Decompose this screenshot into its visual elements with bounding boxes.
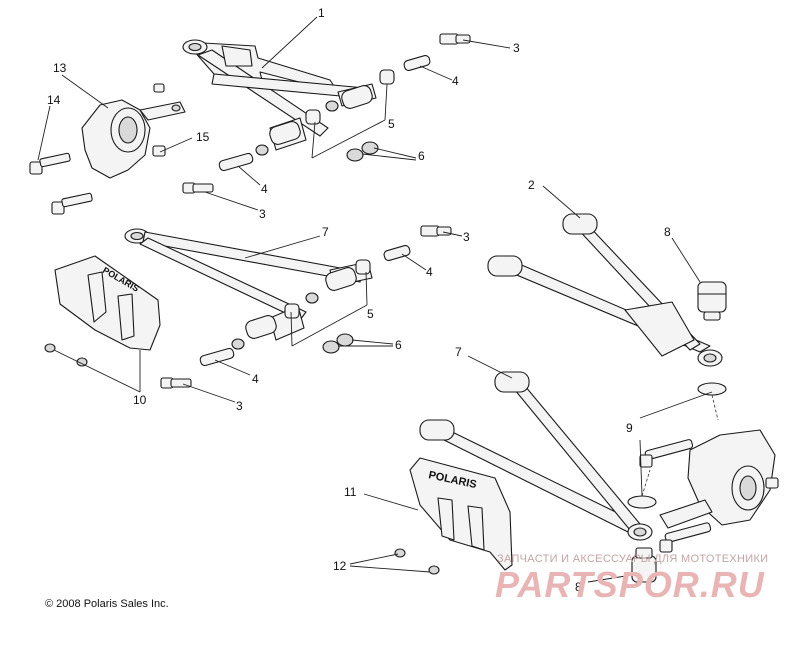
callout-10: 10 [133, 393, 147, 407]
nuts-upper [346, 141, 379, 162]
callout-11: 11 [344, 485, 357, 499]
bolts-upper [182, 33, 471, 194]
callout-3-d: 3 [236, 399, 243, 413]
callout-3-b: 3 [259, 207, 266, 221]
a-arm-guard-left: POLARIS [44, 255, 161, 367]
callout-15: 15 [196, 130, 210, 144]
spindle-bolts-left [29, 152, 93, 215]
callout-3-c: 3 [463, 230, 470, 244]
watermark-logo: PARTSPOR.RU [495, 564, 765, 605]
callout-5-a: 5 [388, 117, 395, 131]
callout-14: 14 [47, 93, 61, 107]
callout-8-b: 8 [575, 580, 582, 594]
bushings-lower [231, 259, 371, 350]
callout-8-a: 8 [664, 225, 671, 239]
callout-7-b: 7 [455, 345, 462, 359]
ball-joint-upper [697, 281, 727, 321]
callout-6-b: 6 [395, 338, 402, 352]
leader-lines [37, 16, 713, 583]
pivot-pins-lower [199, 245, 411, 367]
callout-5-b: 5 [367, 307, 374, 321]
nuts-lower [322, 333, 354, 354]
lower-a-arm-right [419, 371, 653, 541]
spindle-right [639, 429, 779, 553]
upper-a-arm-right [487, 213, 723, 367]
callout-4-b: 4 [261, 182, 268, 196]
callout-numbers: 1 2 3 3 3 3 4 4 4 4 5 5 6 6 7 7 8 8 9 10… [47, 6, 671, 594]
callout-13: 13 [53, 61, 67, 75]
ball-joint-lower [631, 547, 657, 583]
callout-3-a: 3 [513, 41, 520, 55]
callout-1: 1 [318, 6, 325, 20]
copyright-notice: © 2008 Polaris Sales Inc. [45, 598, 169, 610]
callout-4-a: 4 [452, 74, 459, 88]
watermark-logo-text: PARTSPOR.RU [495, 564, 765, 605]
callout-12: 12 [333, 559, 347, 573]
a-arm-guard-right: POLARIS [394, 457, 513, 575]
callout-4-d: 4 [252, 372, 259, 386]
callout-4-c: 4 [426, 265, 433, 279]
callout-7-a: 7 [322, 225, 329, 239]
pivot-pins-upper [218, 55, 431, 172]
snap-rings [627, 382, 727, 509]
callout-2: 2 [528, 178, 535, 192]
callout-6-a: 6 [418, 149, 425, 163]
watermark-tagline: ЗАПЧАСТИ И АКСЕССУАРЫ ДЛЯ МОТОТЕХНИКИ [497, 553, 769, 565]
spindle-left [81, 83, 186, 179]
callout-9: 9 [626, 421, 633, 435]
bushings-upper [255, 69, 395, 156]
